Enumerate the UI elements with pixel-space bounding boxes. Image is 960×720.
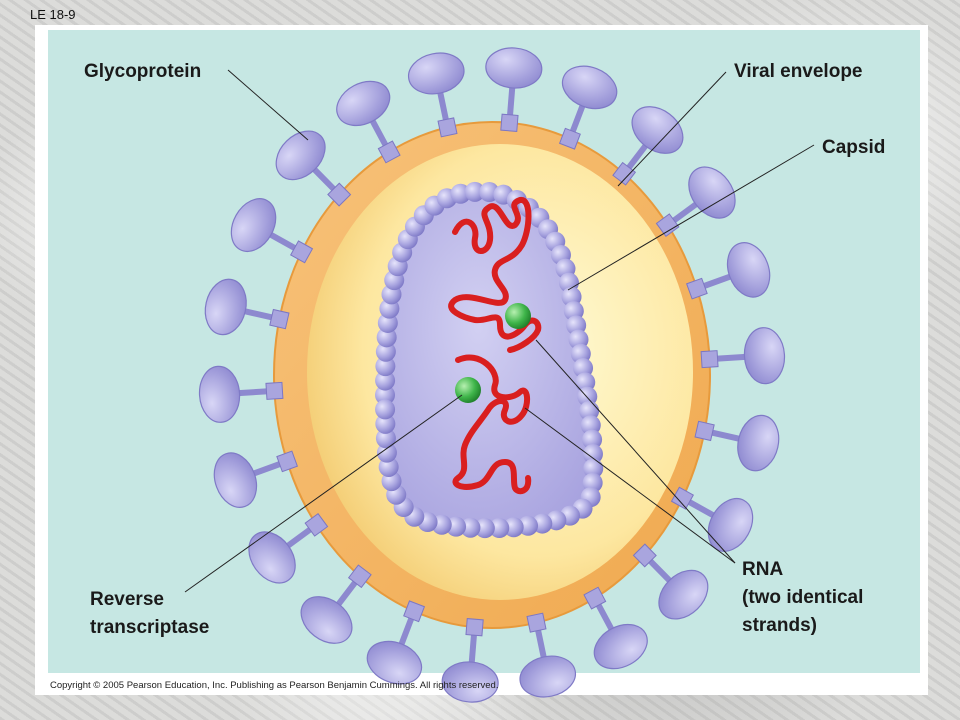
capsid-bead	[376, 327, 397, 348]
glycoprotein-spike	[632, 543, 709, 620]
rna-strand-1	[448, 197, 542, 353]
enzyme-1	[505, 303, 531, 329]
leader-lines	[184, 69, 815, 593]
glycoprotein-spike	[655, 166, 736, 238]
glycoprotein-spike	[583, 586, 648, 670]
capsid-bead	[375, 428, 396, 449]
capsid-bead	[518, 515, 539, 536]
reverse-transcriptase-molecules	[455, 303, 531, 403]
capsid-shape	[375, 181, 604, 539]
reverse-transcriptase-label: Reverse transcriptase	[90, 588, 209, 640]
glycoprotein-spike	[336, 80, 401, 164]
glycoprotein-spike	[204, 278, 290, 336]
capsid-bead	[375, 399, 396, 420]
glycoprotein-spike	[407, 52, 465, 138]
capsid-bead	[464, 181, 485, 202]
enzyme-2	[455, 377, 481, 403]
capsid-bead	[582, 444, 603, 465]
rna-label-line-3: strands)	[742, 615, 817, 636]
capsid-bead	[376, 442, 397, 463]
rna-label: RNA (two identical strands)	[742, 558, 863, 638]
glycoprotein-spike	[670, 486, 754, 552]
glycoprotein-label: Glycoprotein	[84, 61, 202, 82]
capsid-leader	[567, 144, 815, 291]
capsid-label: Capsid	[822, 137, 886, 158]
reverse-transcriptase-line-1: Reverse	[90, 589, 164, 610]
capsid-bead	[503, 517, 524, 538]
rna-leader-2	[524, 407, 736, 564]
glycoprotein-spike	[248, 512, 329, 584]
glycoprotein-spike	[230, 198, 314, 264]
glycoprotein-spike	[300, 564, 372, 644]
rna-label-line-2: (two identical	[742, 587, 864, 608]
glycoprotein-spike	[275, 130, 352, 207]
capsid-beads	[375, 181, 604, 539]
glycoprotein-spike	[519, 612, 577, 698]
slide-tag: LE 18-9	[30, 7, 76, 22]
rna-strands	[448, 197, 542, 495]
rna-label-line-1: RNA	[742, 559, 784, 580]
glycoprotein-spike	[441, 618, 499, 703]
glycoprotein-spike	[686, 242, 771, 300]
rna-leader-1	[535, 339, 736, 564]
capsid-bead	[583, 458, 604, 479]
capsid-bead	[580, 415, 601, 436]
glycoprotein-spike	[198, 365, 284, 423]
glycoprotein-spike	[485, 47, 543, 132]
capsid-bead	[375, 341, 396, 362]
rna-strand-2	[452, 354, 532, 495]
capsid-bead	[460, 517, 481, 538]
glycoprotein-spikes	[198, 47, 786, 703]
viral-envelope-leader	[617, 71, 727, 187]
capsid-bead	[375, 356, 396, 377]
reverse-transcriptase-line-2: transcriptase	[90, 617, 210, 638]
glycoprotein-spike	[213, 450, 298, 508]
glycoprotein-leader	[227, 69, 309, 141]
glycoprotein-spike	[558, 65, 618, 150]
capsid-bead	[582, 429, 603, 450]
glycoprotein-spike	[612, 106, 684, 186]
glycoprotein-spike	[700, 327, 786, 385]
capsid-bead	[375, 385, 395, 405]
capsid-bead	[375, 413, 396, 434]
reverse-transcriptase-leader	[184, 394, 463, 593]
capsid-bead	[474, 518, 495, 539]
viral-envelope-label: Viral envelope	[734, 61, 863, 82]
capsid-bead	[489, 518, 510, 539]
glycoprotein-spike	[694, 414, 780, 472]
glycoprotein-spike	[366, 600, 426, 685]
copyright-notice: Copyright © 2005 Pearson Education, Inc.…	[50, 680, 499, 691]
capsid-bead	[375, 370, 396, 391]
